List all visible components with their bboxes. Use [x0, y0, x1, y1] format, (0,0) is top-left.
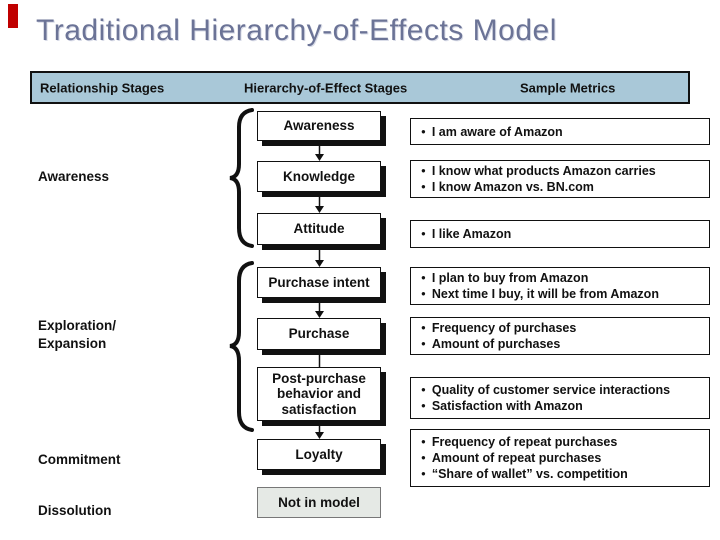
- metric-item: ● I know Amazon vs. BN.com: [421, 179, 703, 195]
- bullet-icon: ●: [421, 273, 426, 282]
- stage-box-post-purchase: Post-purchase behavior and satisfaction: [257, 367, 381, 421]
- metric-item: ● Amount of repeat purchases: [421, 450, 703, 466]
- bullet-icon: ●: [421, 385, 426, 394]
- metric-box-awareness: ● I am aware of Amazon: [410, 118, 710, 145]
- metric-text: Next time I buy, it will be from Amazon: [431, 287, 659, 301]
- bullet-icon: ●: [421, 453, 426, 462]
- metric-item: ● Next time I buy, it will be from Amazo…: [421, 286, 703, 302]
- metric-box-knowledge: ● I know what products Amazon carries ● …: [410, 160, 710, 198]
- metric-item: ● Quality of customer service interactio…: [421, 382, 703, 398]
- bullet-icon: ●: [421, 166, 426, 175]
- stage-box-loyalty: Loyalty: [257, 439, 381, 470]
- metric-text: Amount of purchases: [431, 337, 561, 351]
- metric-item: ● Satisfaction with Amazon: [421, 398, 703, 414]
- arrowhead: [315, 432, 324, 439]
- stage-box-knowledge: Knowledge: [257, 161, 381, 192]
- metric-item: ● I know what products Amazon carries: [421, 163, 703, 179]
- header-hierarchy-of-effect-stages: Hierarchy-of-Effect Stages: [244, 80, 408, 95]
- relationship-stage-dissolution: Dissolution: [38, 503, 112, 518]
- metric-item: ● Amount of purchases: [421, 336, 703, 352]
- stage-box-attitude: Attitude: [257, 213, 381, 245]
- metric-text: Amount of repeat purchases: [431, 451, 602, 465]
- relationship-stage-exploration-expansion: Exploration/ Expansion: [38, 318, 117, 351]
- metric-text: Quality of customer service interactions: [431, 383, 671, 397]
- stage-box-awareness: Awareness: [257, 111, 381, 141]
- metric-item: ● I plan to buy from Amazon: [421, 270, 703, 286]
- metric-text: I am aware of Amazon: [431, 124, 563, 139]
- metric-text: Frequency of repeat purchases: [431, 435, 618, 449]
- metric-item: ● Frequency of repeat purchases: [421, 434, 703, 450]
- bullet-icon: ●: [421, 182, 426, 191]
- bullet-icon: ●: [421, 229, 426, 238]
- relationship-stage-awareness: Awareness: [38, 169, 110, 184]
- arrowhead: [315, 311, 324, 318]
- metric-text: I know Amazon vs. BN.com: [431, 180, 594, 194]
- bullet-icon: ●: [421, 469, 426, 478]
- red-corner-mark: [8, 4, 18, 28]
- metric-box-attitude: ● I like Amazon: [410, 220, 710, 248]
- stage-box-purchase-intent: Purchase intent: [257, 267, 381, 298]
- bullet-icon: ●: [421, 437, 426, 446]
- metric-text: I like Amazon: [431, 227, 512, 241]
- bullet-icon: ●: [421, 401, 426, 410]
- metric-text: I know what products Amazon carries: [431, 164, 656, 178]
- bullet-icon: ●: [421, 289, 426, 298]
- arrowhead: [315, 260, 324, 267]
- bullet-icon: ●: [421, 126, 426, 136]
- brace-awareness-group: [229, 108, 254, 248]
- metric-item: ● “Share of wallet” vs. competition: [421, 466, 703, 482]
- metric-text: I plan to buy from Amazon: [431, 271, 589, 285]
- arrowhead: [315, 154, 324, 161]
- metric-box-post-purchase: ● Quality of customer service interactio…: [410, 377, 710, 419]
- page-title: Traditional Hierarchy-of-Effects Model: [36, 14, 557, 47]
- metric-text: Satisfaction with Amazon: [431, 399, 583, 413]
- not-in-model-box: Not in model: [257, 487, 381, 518]
- metric-box-loyalty: ● Frequency of repeat purchases ● Amount…: [410, 429, 710, 487]
- metric-text: “Share of wallet” vs. competition: [431, 467, 628, 481]
- header-sample-metrics: Sample Metrics: [520, 80, 616, 95]
- arrowhead: [315, 206, 324, 213]
- metric-item: ● Frequency of purchases: [421, 320, 703, 336]
- metric-item: ● I like Amazon: [421, 226, 703, 242]
- metric-box-purchase-intent: ● I plan to buy from Amazon ● Next time …: [410, 267, 710, 305]
- metric-item: ● I am aware of Amazon: [421, 124, 703, 140]
- column-header-bar: Relationship Stages Hierarchy-of-Effect …: [30, 71, 690, 104]
- header-relationship-stages: Relationship Stages: [40, 80, 165, 95]
- metric-text: Frequency of purchases: [431, 321, 577, 335]
- bullet-icon: ●: [421, 323, 426, 332]
- bullet-icon: ●: [421, 339, 426, 348]
- brace-exploration-group: [229, 261, 254, 432]
- metric-box-purchase: ● Frequency of purchases ● Amount of pur…: [410, 317, 710, 355]
- relationship-stage-commitment: Commitment: [38, 452, 121, 467]
- stage-box-purchase: Purchase: [257, 318, 381, 350]
